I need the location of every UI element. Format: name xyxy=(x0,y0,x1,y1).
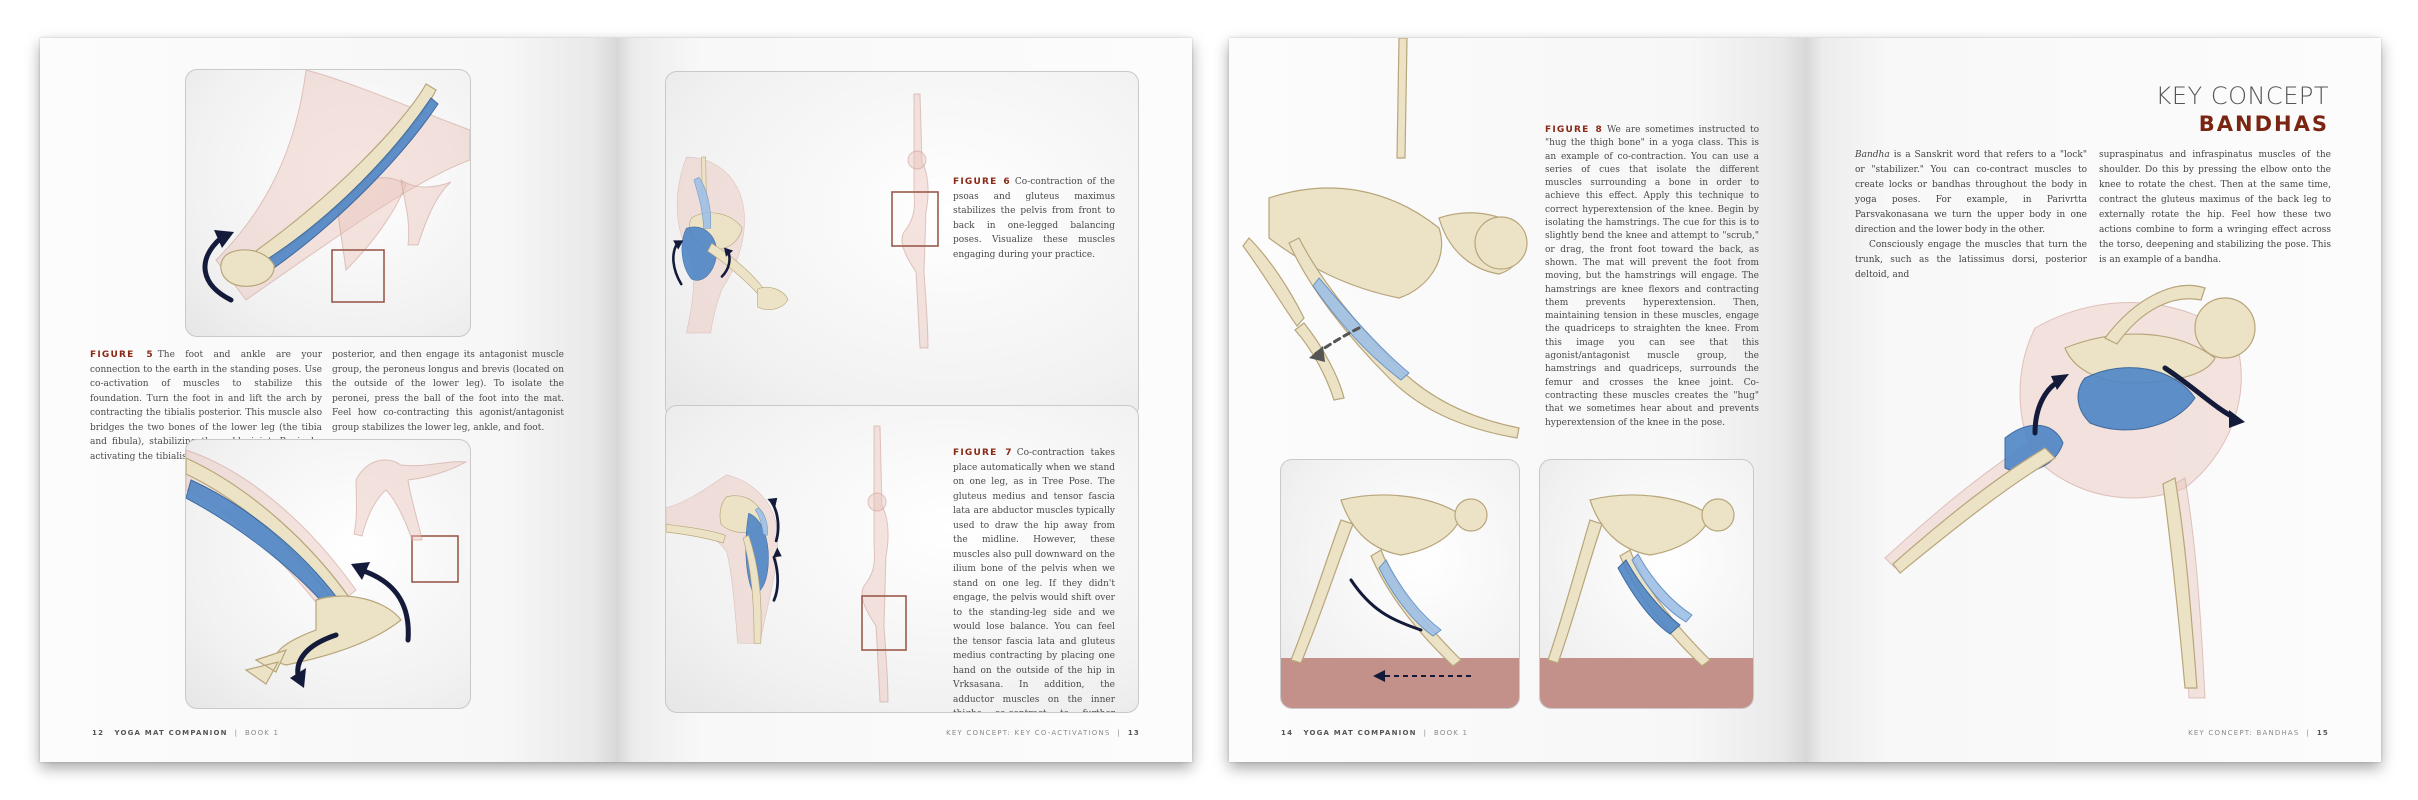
bandhas-paragraph-2: Consciously engage the muscles that turn… xyxy=(1855,240,2087,280)
figure6-text: Co-contraction of the psoas and gluteus … xyxy=(953,177,1115,260)
figure8-inset-panel-right xyxy=(1539,459,1754,709)
figure5-text-col2: posterior, and then engage its antagonis… xyxy=(332,350,564,433)
figure8-text: We are sometimes instructed to "hug the … xyxy=(1545,125,1759,428)
bandhas-p1-text: is a Sanskrit word that refers to a "loc… xyxy=(1855,150,2087,235)
figure8-inset-art-left xyxy=(1281,494,1519,708)
page-number-14: 14 xyxy=(1281,729,1294,737)
figure6-label: FIGURE 6 xyxy=(953,177,1011,187)
figure5-foot-muscle-art xyxy=(186,449,468,688)
figure8-inset-panel-left xyxy=(1280,459,1520,709)
figure5-illustration-bottom xyxy=(185,439,471,709)
figure8-skeleton-art xyxy=(1242,38,1528,439)
bandhas-paragraph-1: Bandha is a Sanskrit word that refers to… xyxy=(1855,148,2087,238)
figure6-pelvis-art xyxy=(672,156,789,334)
figure5-leg-muscle-art xyxy=(202,70,470,303)
figure5-illustration-top xyxy=(185,69,471,337)
folio-book-title: YOGA MAT COMPANION xyxy=(114,729,228,737)
folio-volume: BOOK 1 xyxy=(1433,729,1469,737)
figure7-tree-pose-figure xyxy=(861,425,907,703)
page-number-13: 13 xyxy=(1127,729,1140,737)
key-concept-title: KEY CONCEPT BANDHAS xyxy=(2156,82,2329,136)
folio-page-12: 12 YOGA MAT COMPANION | BOOK 1 xyxy=(92,729,279,737)
figure5-label: FIGURE 5 xyxy=(90,350,154,360)
folio-page-13: KEY CONCEPT: KEY CO-ACTIVATIONS | 13 xyxy=(946,729,1140,737)
bandha-term: Bandha xyxy=(1855,150,1890,160)
folio-book-title: YOGA MAT COMPANION xyxy=(1303,729,1417,737)
page-15: KEY CONCEPT BANDHAS Bandha is a Sanskrit… xyxy=(1805,38,2381,762)
folio-section: KEY CONCEPT: BANDHAS xyxy=(2188,729,2300,737)
key-concept-kicker: KEY CONCEPT xyxy=(2155,82,2329,110)
page-number-12: 12 xyxy=(92,729,105,737)
key-concept-heading: BANDHAS xyxy=(2198,112,2329,136)
folio-volume: BOOK 1 xyxy=(244,729,280,737)
folio-page-14: 14 YOGA MAT COMPANION | BOOK 1 xyxy=(1281,729,1468,737)
folio-separator: | xyxy=(1423,729,1428,737)
figure5-caption-col2: posterior, and then engage its antagonis… xyxy=(332,348,564,435)
folio-separator: | xyxy=(2306,729,2310,737)
bandhas-col2-text: supraspinatus and infraspinatus muscles … xyxy=(2099,150,2331,265)
figure7-text: Co-contraction takes place automatically… xyxy=(953,448,1115,712)
bandhas-body-col1: Bandha is a Sanskrit word that refers to… xyxy=(1855,148,2087,283)
page-number-15: 15 xyxy=(2316,729,2329,737)
figure7-label: FIGURE 7 xyxy=(953,448,1013,458)
folio-section: KEY CONCEPT: KEY CO-ACTIVATIONS xyxy=(946,729,1111,737)
folio-separator: | xyxy=(234,729,239,737)
bandhas-body-col2: supraspinatus and infraspinatus muscles … xyxy=(2099,148,2331,268)
figure8-inset-art-right xyxy=(1540,494,1753,708)
bandhas-twist-pose-art xyxy=(1884,284,2256,699)
figure7-hip-art xyxy=(666,474,782,644)
folio-separator: | xyxy=(1117,729,1121,737)
folio-page-15: KEY CONCEPT: BANDHAS | 15 xyxy=(2188,729,2329,737)
figure8-label: FIGURE 8 xyxy=(1545,125,1604,135)
figure6-tree-pose-figure xyxy=(891,93,939,349)
